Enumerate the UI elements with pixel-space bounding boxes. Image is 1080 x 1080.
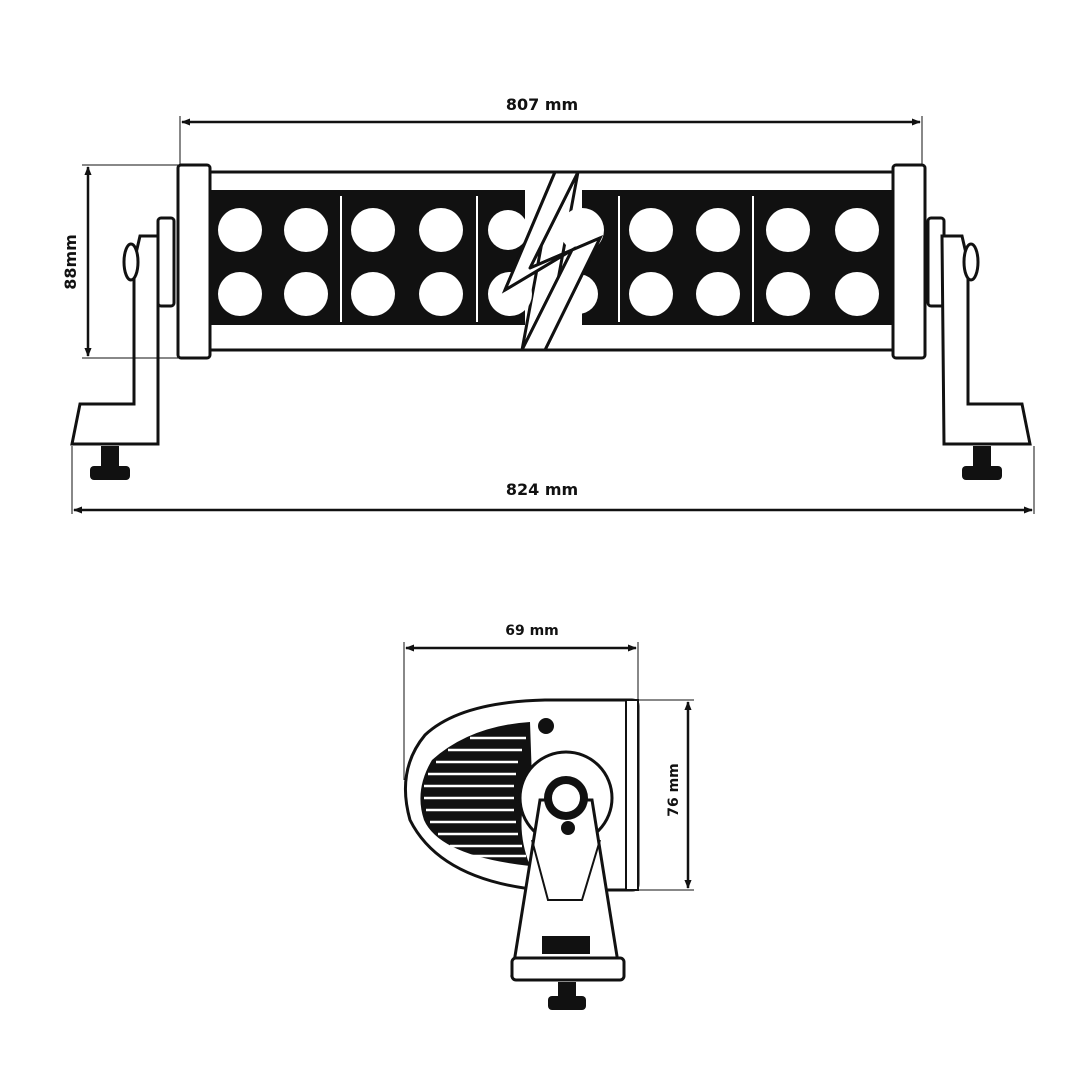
left-bracket — [70, 216, 176, 480]
side-screw — [538, 718, 554, 734]
light-bar-left-half — [206, 170, 557, 352]
side-mount-bolt — [558, 982, 576, 998]
left-end-cap — [176, 163, 212, 360]
side-front-plate — [625, 699, 639, 891]
side-view — [403, 698, 640, 1010]
side-dimensions — [403, 642, 694, 891]
body-width-label: 807 mm — [506, 95, 578, 114]
side-height-label: 76 mm — [666, 763, 682, 817]
right-bracket — [926, 216, 1032, 480]
led-array — [218, 196, 879, 322]
total-width-label: 824 mm — [506, 480, 578, 499]
front-view — [70, 163, 1032, 480]
front-dimensions — [71, 116, 1035, 514]
break-gap — [503, 170, 602, 352]
heat-sink-fins — [424, 736, 526, 858]
light-bar-right-half — [543, 170, 897, 352]
front-height-label: 88mm — [61, 234, 80, 290]
heat-sink — [420, 722, 532, 866]
right-end-cap — [891, 163, 927, 360]
side-depth-label: 69 mm — [505, 623, 559, 639]
